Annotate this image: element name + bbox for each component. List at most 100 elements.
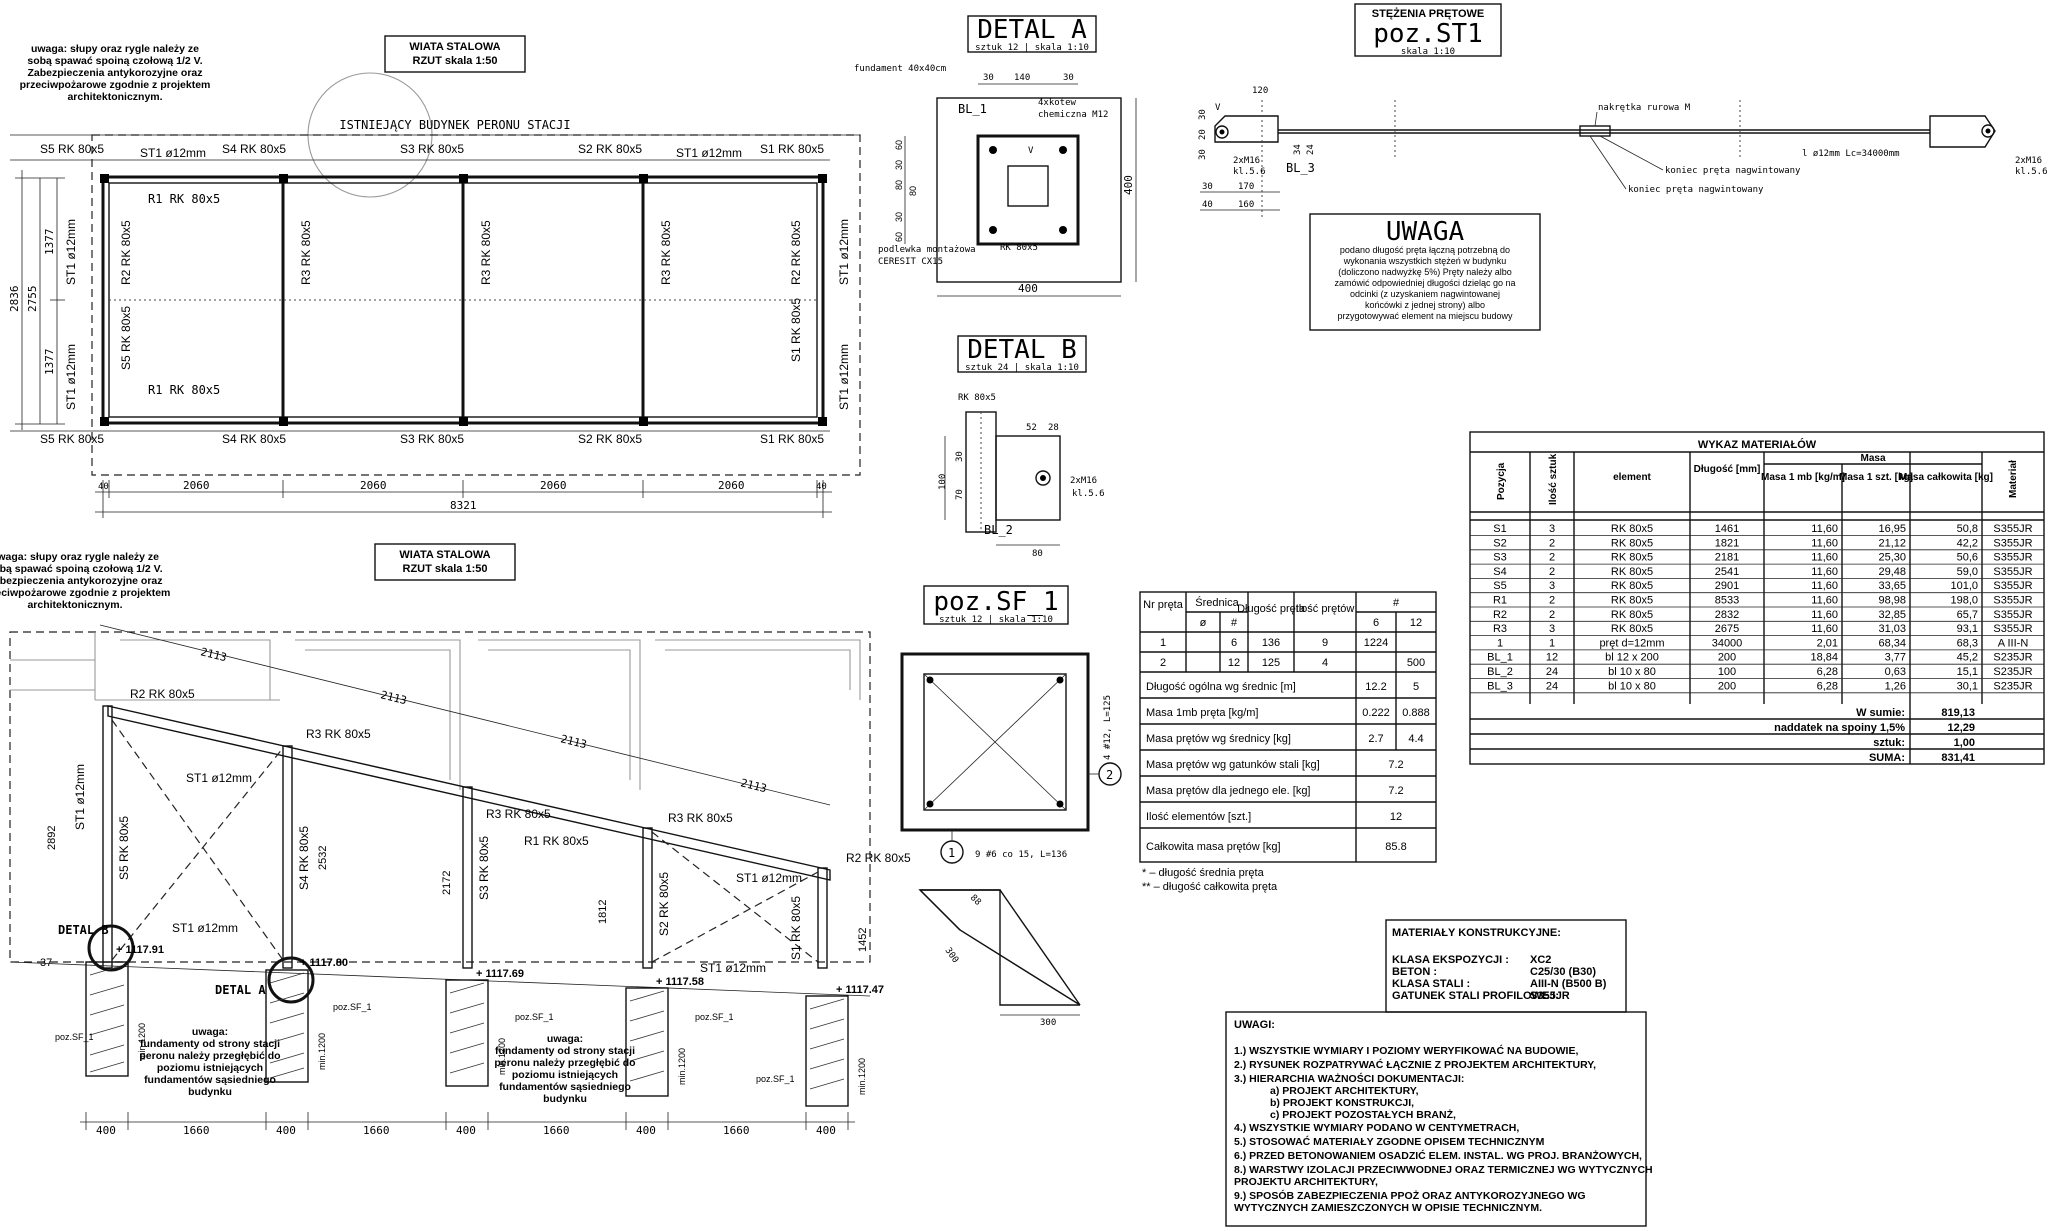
materials-cell: 1 bbox=[1497, 637, 1503, 649]
dim: 400 bbox=[1122, 175, 1135, 195]
materials-col-lines bbox=[1529, 452, 1983, 764]
st1-hole bbox=[1215, 125, 1229, 139]
rebar-summary-val: 12 bbox=[1390, 811, 1402, 823]
foundation-note-1: uwaga: fundamenty od strony stacji peron… bbox=[139, 1026, 280, 1098]
dim: 1812 bbox=[597, 900, 609, 924]
materials-cell: 3 bbox=[1549, 523, 1555, 535]
uwaga-line: przygotowywać element na miejscu budowy bbox=[1337, 311, 1513, 321]
dim: 300 bbox=[943, 946, 961, 965]
elev-label-st1: ST1 ø12mm bbox=[172, 921, 238, 935]
materials-cell: 1 bbox=[1549, 637, 1555, 649]
dim: 1660 bbox=[183, 1124, 210, 1137]
detal-a-ref: DETAL A bbox=[215, 983, 266, 997]
konstr-label: GATUNEK STALI PROFILOWEJ: bbox=[1392, 990, 1559, 1002]
dim: 20 bbox=[1198, 129, 1208, 140]
uwagi-line: 6.) PRZED BETONOWANIEM OSADZIĆ ELEM. INS… bbox=[1234, 1149, 1642, 1162]
existing-building-label: ISTNIEJĄCY BUDYNEK PERONU STACJI bbox=[339, 118, 570, 132]
detal-a-bl1: BL_1 bbox=[958, 102, 987, 116]
st1-koniec: koniec pręta nagwintowany bbox=[1665, 166, 1801, 176]
plan-label-r2: R2 RK 80x5 bbox=[119, 220, 133, 285]
dim: 2060 bbox=[540, 479, 567, 492]
rebar-summary-val: 7.2 bbox=[1388, 759, 1403, 771]
plan-note-line: uwaga: słupy oraz rygle należy ze bbox=[31, 43, 199, 55]
dim: 34 bbox=[1293, 144, 1303, 155]
st1-nakretka: nakrętka rurowa M bbox=[1598, 103, 1691, 113]
konstr-value: AIII-N (B500 B) bbox=[1530, 978, 1607, 990]
plan-horizontal-dims: 40 2060 2060 2060 2060 40 8321 bbox=[95, 479, 832, 518]
uwagi-line: 1.) WSZYSTKIE WYMIARY I POZIOMY WERYFIKO… bbox=[1234, 1044, 1578, 1057]
materials-cell: A III-N bbox=[1998, 637, 2029, 649]
sf1-bar1: 9 #6 co 15, L=136 bbox=[975, 850, 1067, 860]
materials-cell: S355JR bbox=[1993, 623, 2032, 635]
materials-cell: 68,3 bbox=[1957, 637, 1978, 649]
materials-cell: 11,60 bbox=[1811, 523, 1838, 535]
konstr-label: BETON : bbox=[1392, 966, 1437, 978]
detal-a-foundation bbox=[936, 97, 1122, 283]
plan-label: S5 RK 80x5 bbox=[40, 142, 104, 156]
materials-cell: 2 bbox=[1549, 537, 1555, 549]
dim: 2060 bbox=[718, 479, 745, 492]
dim: 400 bbox=[456, 1124, 476, 1137]
detal-a-v: V bbox=[1028, 146, 1034, 156]
plan-label-r3: R3 RK 80x5 bbox=[659, 220, 673, 285]
detal-a-kotwa: 4xkotew bbox=[1038, 98, 1077, 108]
detal-b-bolt: 2xM16 bbox=[1070, 476, 1097, 486]
dim: 70 bbox=[955, 489, 965, 500]
materials-cell: bl 10 x 80 bbox=[1608, 666, 1656, 678]
materials-table: WYKAZ MATERIAŁÓW Pozycja Ilość sztuk ele… bbox=[1469, 431, 2045, 765]
dim: 2113 bbox=[559, 732, 588, 751]
materials-cell: S4 bbox=[1493, 566, 1506, 578]
materials-cell: BL_2 bbox=[1487, 666, 1513, 678]
elev-note-line: sobą spawać spoiną czołową 1/2 V. bbox=[0, 563, 163, 575]
bolt-icon bbox=[1035, 470, 1051, 486]
materials-cell: RK 80x5 bbox=[1611, 609, 1653, 621]
materials-cell: 11,60 bbox=[1811, 623, 1838, 635]
materials-cell: 1821 bbox=[1715, 537, 1739, 549]
possf-label: poz.SF_1 bbox=[333, 1002, 372, 1012]
materials-cell: 15,1 bbox=[1957, 666, 1978, 678]
materials-cell: bl 12 x 200 bbox=[1605, 652, 1659, 664]
min-depth: min.1200 bbox=[137, 1023, 147, 1060]
dim: 1660 bbox=[363, 1124, 390, 1137]
materials-cell: 2181 bbox=[1715, 552, 1739, 564]
dim: 2755 bbox=[26, 286, 39, 313]
dim: 30 bbox=[955, 451, 965, 462]
dim: 40 bbox=[98, 482, 109, 492]
konstr-box: MATERIAŁY KONSTRUKCYJNE: KLASA EKSPOZYCJ… bbox=[1385, 919, 1627, 1013]
uwaga-line: wykonania wszystkich stężeń w budynku bbox=[1343, 256, 1507, 266]
plan-label: S2 RK 80x5 bbox=[578, 142, 642, 156]
rebar-header: ø bbox=[1200, 617, 1207, 629]
elev-foundations bbox=[85, 961, 849, 1107]
materials-cell: 200 bbox=[1718, 652, 1736, 664]
materials-cell: 2 bbox=[1549, 566, 1555, 578]
dim: 100 bbox=[938, 474, 948, 490]
plan-note-line: architektonicznym. bbox=[67, 91, 162, 103]
plan-label: ST1 ø12mm bbox=[676, 146, 742, 160]
rebar-table: Nr pręta Średnica ø # Długość pręta Iloś… bbox=[1139, 591, 1437, 893]
materials-cell: 25,30 bbox=[1878, 552, 1906, 564]
detal-a: DETAL A sztuk 12 | skala 1:10 fundament … bbox=[854, 15, 1137, 297]
dim: 40 bbox=[1202, 200, 1213, 210]
plan-label-st1: ST1 ø12mm bbox=[837, 219, 851, 285]
existing-building-outline bbox=[91, 134, 861, 476]
detal-a-sub: sztuk 12 | skala 1:10 bbox=[975, 43, 1089, 53]
detal-a-left-dims: 60 30 80 80 30 60 bbox=[894, 140, 918, 242]
elev-col-label: S2 RK 80x5 bbox=[657, 872, 671, 936]
konstr-value: XC2 bbox=[1530, 954, 1551, 966]
sf1-stirrup bbox=[923, 673, 1067, 811]
materials-cell: 11,60 bbox=[1811, 609, 1838, 621]
materials-cell: 93,1 bbox=[1957, 623, 1978, 635]
dim: 1377 bbox=[43, 229, 56, 256]
rebar-cell: 500 bbox=[1407, 657, 1425, 669]
uwaga-lines: podano długość pręta łączną potrzebną do… bbox=[1334, 245, 1515, 321]
rebar-header: # bbox=[1393, 597, 1400, 609]
materials-cell: 12 bbox=[1546, 652, 1558, 664]
level-mark: + 1117.58 bbox=[656, 976, 704, 988]
possf-label: poz.SF_1 bbox=[55, 1032, 94, 1042]
rebar-cell: 136 bbox=[1262, 637, 1280, 649]
materials-cell: S1 bbox=[1493, 523, 1506, 535]
materials-cell: 34000 bbox=[1712, 637, 1743, 649]
materials-total-label: naddatek na spoiny 1,5% bbox=[1774, 722, 1905, 734]
fnote-line: fundamenty od strony stacji bbox=[495, 1045, 635, 1057]
dim: 2113 bbox=[199, 645, 228, 664]
